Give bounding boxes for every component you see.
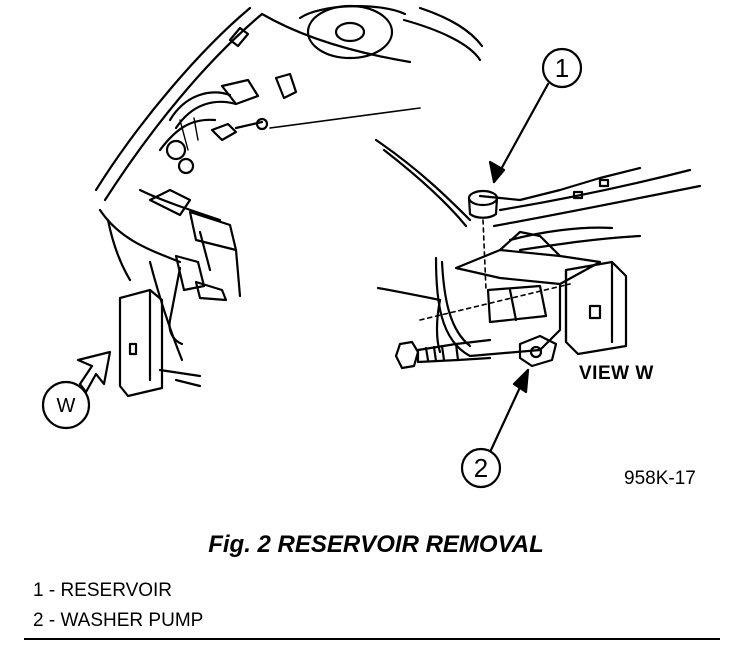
legend-item-washer-pump: 2 - WASHER PUMP	[33, 610, 204, 631]
callout-1-number: 1	[555, 53, 569, 83]
figure-caption: Fig. 2 RESERVOIR REMOVAL	[208, 531, 544, 558]
figure-code: 958K-17	[624, 468, 696, 489]
callout-2-number: 2	[474, 453, 488, 483]
technical-illustration: 1 2 W	[41, 4, 702, 489]
legend-item-reservoir: 1 - RESERVOIR	[33, 580, 173, 601]
callout-1	[488, 47, 583, 184]
bottom-rule	[24, 638, 720, 640]
view-marker-letter: W	[57, 395, 76, 417]
legend: 1 - RESERVOIR 2 - WASHER PUMP	[33, 576, 203, 636]
callout-2	[460, 368, 530, 489]
view-label: VIEW W	[579, 363, 654, 384]
engine-compartment-drawing	[94, 4, 484, 398]
view-w-drawing	[374, 138, 702, 370]
view-w-marker	[41, 350, 112, 430]
